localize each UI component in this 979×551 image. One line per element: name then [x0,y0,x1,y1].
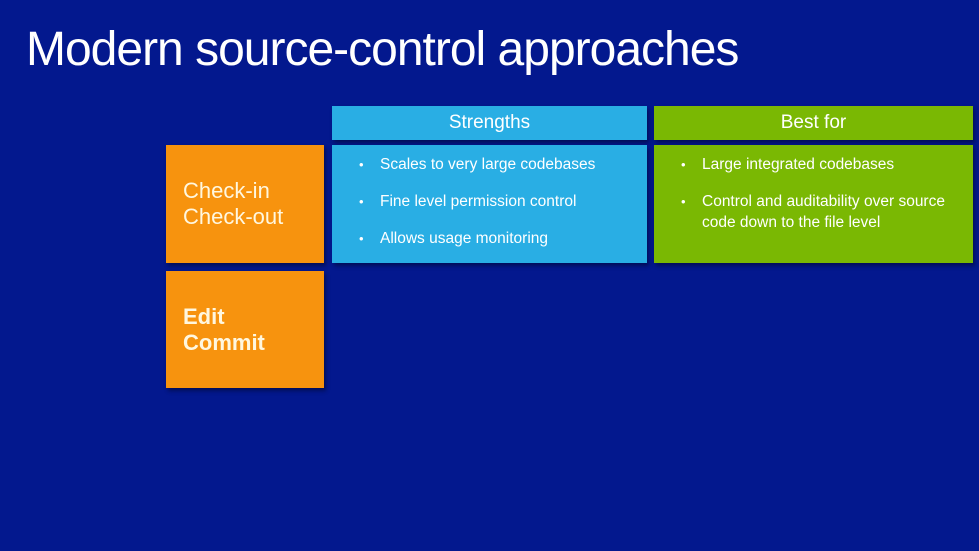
list-item: • Control and auditability over source c… [654,191,963,233]
bullet-icon: • [359,194,364,209]
row-label-check-in-check-out: Check-in Check-out [166,145,324,263]
list-item: • Allows usage monitoring [332,228,637,249]
bullet-text: Fine level permission control [380,193,577,210]
column-header-strengths: Strengths [332,106,647,140]
bullet-text: Control and auditability over source cod… [702,193,945,231]
bullet-icon: • [681,157,686,172]
bullet-icon: • [359,231,364,246]
row-label-line: Check-out [183,204,284,229]
list-item: • Large integrated codebases [654,154,963,175]
column-header-strengths-label: Strengths [448,112,531,133]
list-item: • Fine level permission control [332,191,637,212]
row-label-line: Edit [183,303,225,329]
column-header-best-for: Best for [654,106,973,140]
list-item: • Scales to very large codebases [332,154,637,175]
bullet-text: Scales to very large codebases [380,156,596,173]
row-label-line: Commit [183,329,265,355]
best-for-bullet-list: • Large integrated codebases • Control a… [654,145,973,233]
bullet-icon: • [681,194,686,209]
column-header-best-for-label: Best for [780,112,847,133]
bullet-text: Large integrated codebases [702,156,895,173]
strengths-content-box: • Scales to very large codebases • Fine … [332,145,647,263]
row-label-line: Check-in [183,178,270,203]
best-for-content-box: • Large integrated codebases • Control a… [654,145,973,263]
page-title: Modern source-control approaches [26,23,739,76]
bullet-text: Allows usage monitoring [380,230,549,247]
strengths-bullet-list: • Scales to very large codebases • Fine … [332,145,647,249]
bullet-icon: • [359,157,364,172]
row-label-edit-commit: Edit Commit [166,271,324,388]
